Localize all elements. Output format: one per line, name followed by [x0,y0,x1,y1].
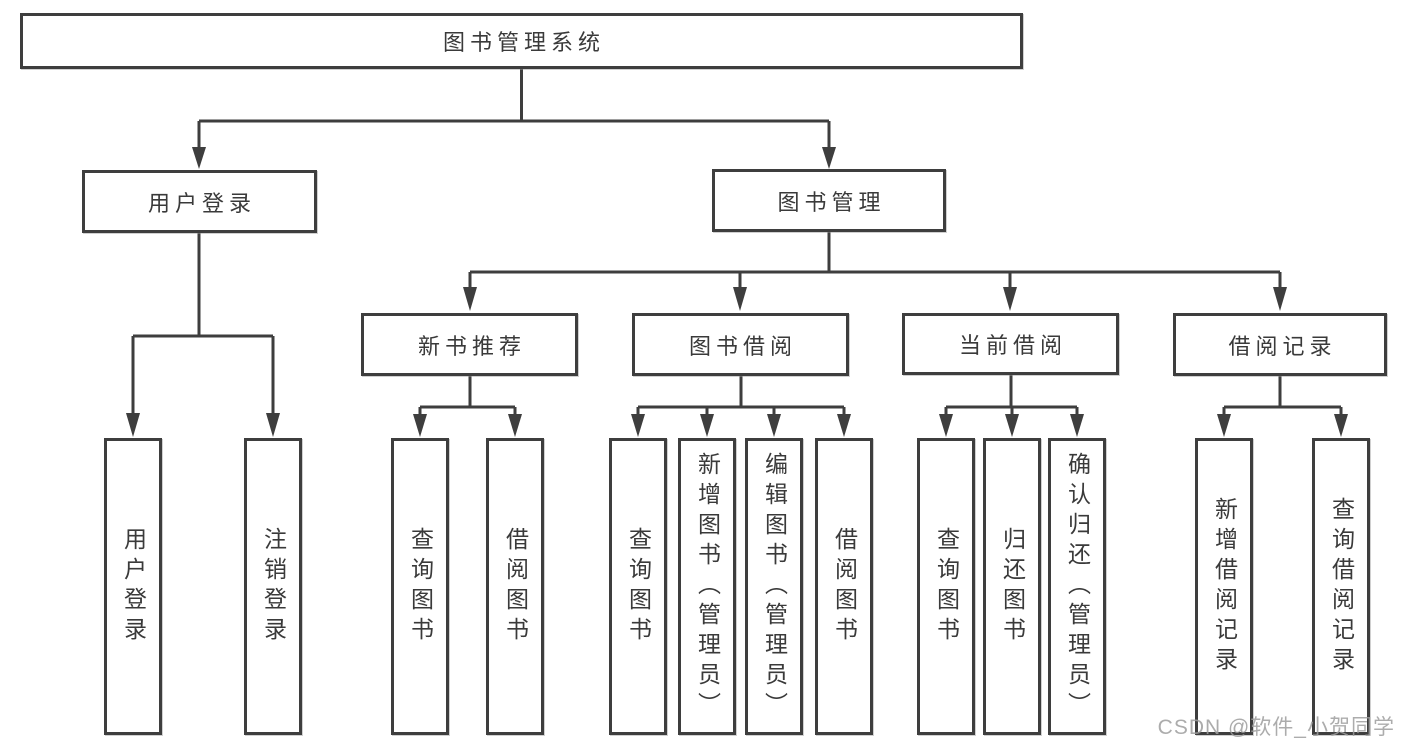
leaf-borrow-books-label: 借阅图书 [831,526,858,647]
leaf-return-books-label: 归还图书 [999,526,1026,647]
leaf-user-login-label: 用户登录 [120,526,147,647]
node-borrowing-records-label: 借阅记录 [1228,333,1337,359]
node-root-system-label: 图书管理系统 [442,30,605,55]
leaf-borrow-books: 借阅图书 [815,438,873,735]
node-book-management-label: 图书管理 [777,189,886,215]
leaf-return-books: 归还图书 [983,438,1041,735]
connector-book-mgmt-to-level3 [468,232,1282,290]
node-root-system: 图书管理系统 [20,13,1023,69]
leaf-query-books-recommend-label: 查询图书 [407,526,434,647]
leaf-edit-books-admin-label: 编辑图书（管理员） [761,451,788,722]
connector-records-to-leaves [1222,376,1343,417]
leaf-query-books-borrowing: 查询图书 [609,438,667,735]
leaf-query-borrow-record: 查询借阅记录 [1312,438,1370,735]
leaf-add-books-admin-label: 新增图书（管理员） [694,451,721,722]
node-book-management: 图书管理 [712,169,946,232]
connector-borrowing-to-leaves [636,376,846,417]
leaf-add-books-admin: 新增图书（管理员） [678,438,736,735]
node-borrowing-records: 借阅记录 [1173,313,1387,376]
leaf-add-borrow-record: 新增借阅记录 [1195,438,1253,735]
node-book-borrowing: 图书借阅 [632,313,849,376]
leaf-logout: 注销登录 [244,438,302,735]
leaf-user-login: 用户登录 [104,438,162,735]
connector-root-to-level2 [197,69,831,150]
node-user-login-label: 用户登录 [147,190,256,216]
leaf-borrow-books-recommend-label: 借阅图书 [502,526,529,647]
arrowheads [126,147,1348,437]
node-current-borrowing-label: 当前借阅 [958,333,1067,358]
watermark: CSDN @软件_小贺同学 [1157,716,1395,739]
node-user-login: 用户登录 [82,170,317,233]
connector-current-to-leaves [944,374,1079,417]
node-new-book-recommend-label: 新书推荐 [417,333,526,359]
leaf-add-borrow-record-label: 新增借阅记录 [1211,496,1238,677]
node-new-book-recommend: 新书推荐 [361,313,578,376]
connector-user-login-to-leaves [131,233,275,416]
leaf-edit-books-admin: 编辑图书（管理员） [745,438,803,735]
node-current-borrowing: 当前借阅 [902,313,1119,375]
leaf-query-books-current: 查询图书 [917,438,975,735]
leaf-borrow-books-recommend: 借阅图书 [486,438,544,735]
leaf-query-borrow-record-label: 查询借阅记录 [1328,496,1355,677]
leaf-logout-label: 注销登录 [260,526,287,647]
leaf-confirm-return-admin: 确认归还（管理员） [1048,438,1106,735]
node-book-borrowing-label: 图书借阅 [688,333,797,359]
connector-new-books-to-leaves [418,376,517,417]
leaf-query-books-borrowing-label: 查询图书 [625,526,652,647]
leaf-query-books-recommend: 查询图书 [391,438,449,735]
leaf-confirm-return-admin-label: 确认归还（管理员） [1064,451,1091,722]
leaf-query-books-current-label: 查询图书 [933,526,960,647]
